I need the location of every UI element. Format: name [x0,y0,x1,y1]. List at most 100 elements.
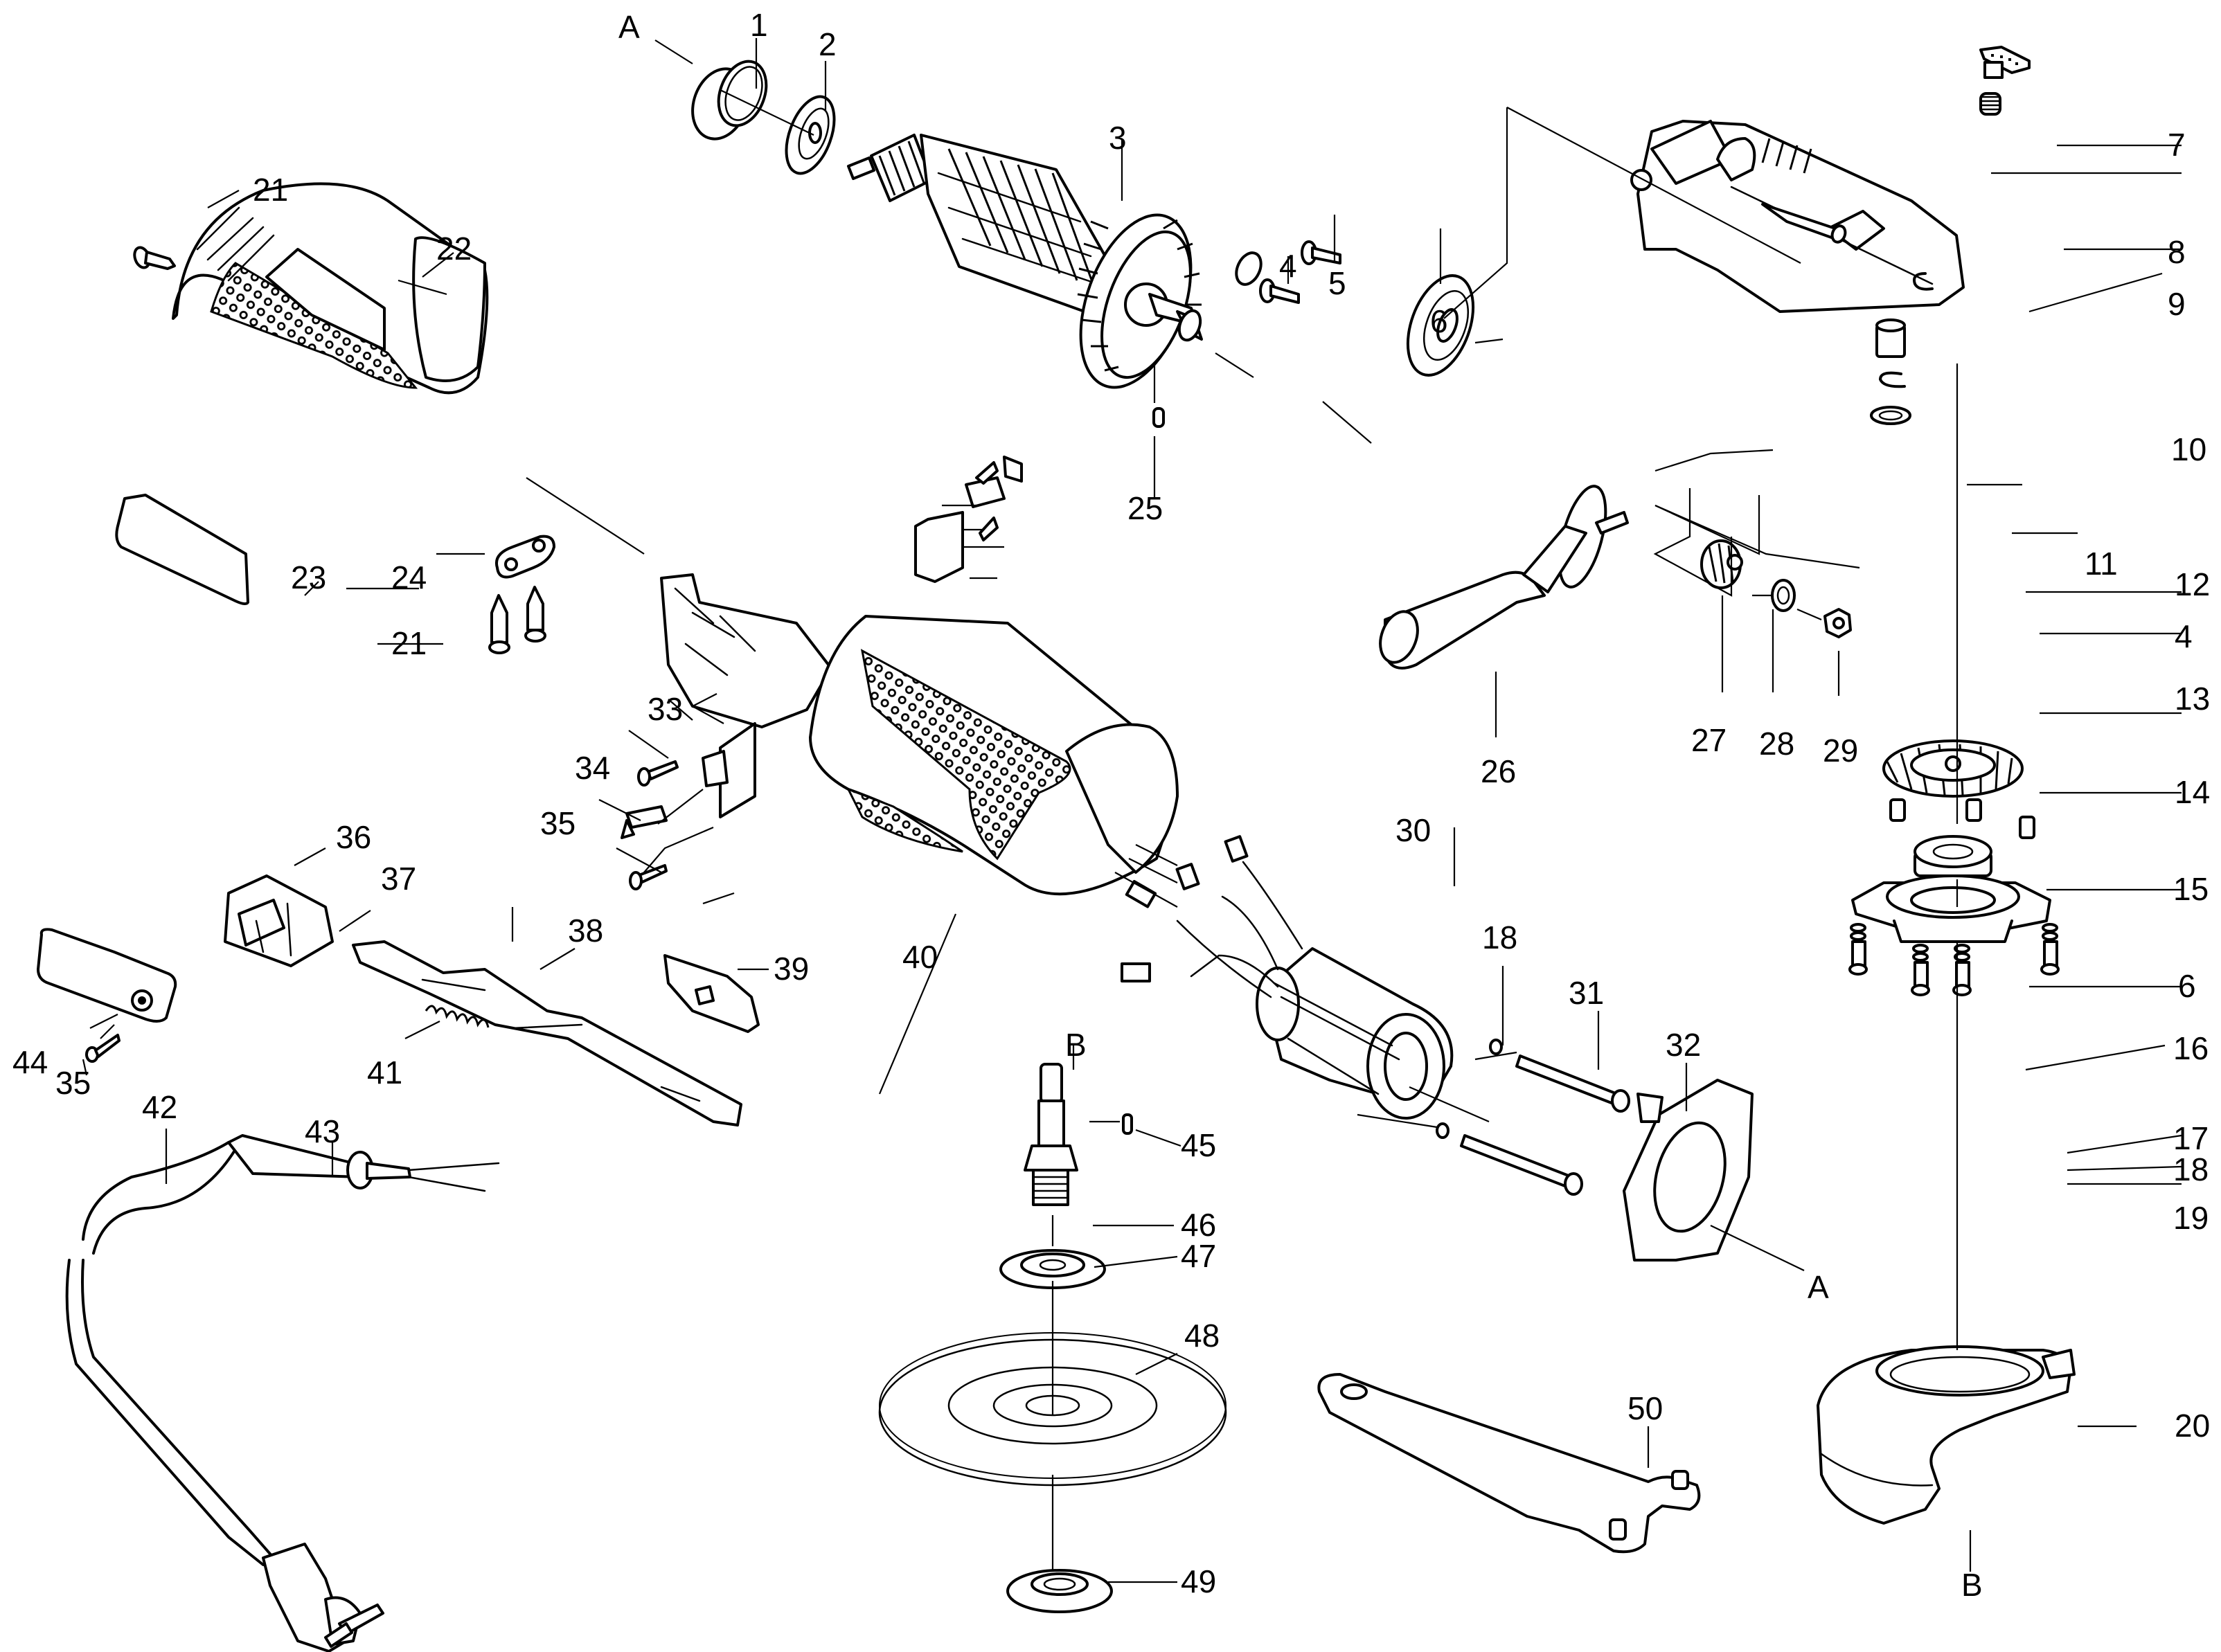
callout-41: 41 [367,1054,402,1090]
callout-25: 25 [1127,490,1163,526]
callout-7: 7 [2168,127,2186,163]
part-12-sleeve [1875,318,1906,358]
callout-A-top: A [618,9,640,45]
part-5-screws [1259,240,1341,304]
callout-16: 16 [2173,1030,2209,1066]
callout-39: 39 [774,951,809,987]
callout-2: 2 [819,26,837,62]
part-10-self-tapping-screw [1761,203,1847,244]
callout-32: 32 [1666,1027,1701,1063]
callout-43: 43 [305,1113,340,1149]
callout-4-lower: 4 [2175,618,2193,654]
part-35-screw-left [85,1034,121,1063]
part-22-rear-cover [172,182,489,395]
callout-labels: A 1 2 3 4 5 6 7 8 9 10 11 12 4 13 14 15 … [12,7,2210,1603]
part-26-side-handle [1379,485,1629,670]
callout-17: 17 [2173,1120,2209,1156]
callout-21-top: 21 [253,172,288,208]
part-4-circlip [1235,251,1263,286]
callout-A-bottom: A [1808,1269,1829,1305]
callout-11: 11 [2085,546,2118,582]
callout-46: 46 [1181,1207,1216,1243]
callout-10: 10 [2171,431,2206,467]
callout-33: 33 [648,691,683,727]
callout-5: 5 [1328,265,1346,301]
callout-38: 38 [568,913,603,949]
part-8-spring [1979,92,2001,116]
part-11-retaining-ring [1913,272,1934,291]
part-43-cord-sleeve [227,1134,500,1192]
part-46-spindle [1024,1063,1078,1206]
callout-35-mid: 35 [540,805,576,841]
part-31-stator-screws [1436,1039,1630,1196]
callout-30: 30 [1395,812,1431,848]
callout-24: 24 [391,559,427,595]
callout-19: 19 [2173,1200,2209,1236]
part-42-power-cord [65,1141,384,1652]
callout-21-lower: 21 [391,625,427,661]
callout-31: 31 [1569,975,1604,1011]
callout-34: 34 [575,750,610,786]
callout-36: 36 [336,819,371,855]
part-32-fan-baffle [1623,1079,1754,1262]
part-15-bearing-screws [1889,798,2035,839]
callout-45: 45 [1181,1127,1216,1163]
callout-28: 28 [1759,726,1794,762]
callout-27: 27 [1691,722,1727,758]
part-21-screw-top [133,246,176,270]
part-34-carbon-brush [621,805,668,839]
part-29-pinion-nut [1823,608,1852,638]
callout-29: 29 [1823,733,1858,769]
part-13-washer [1870,406,1911,425]
part-24-cord-clamp [495,535,555,579]
part-30-stator [1121,835,1454,1120]
part-41-slider-spring [425,1005,490,1028]
callout-40: 40 [902,939,938,975]
part-7-spindle-lock-button [1979,46,2031,79]
callout-9: 9 [2168,286,2186,322]
callout-49: 49 [1181,1563,1216,1599]
callout-42: 42 [142,1089,177,1125]
callout-37: 37 [381,861,416,897]
part-2-ball-bearing [785,95,836,175]
part-17-18-19-flange-screws [1848,923,2060,996]
part-50-pin-wrench [1317,1373,1701,1554]
callout-22: 22 [436,231,472,267]
callout-35-left: 35 [55,1065,91,1101]
part-16-bearing-flange [1851,874,2051,943]
callout-26: 26 [1481,753,1516,789]
callout-6-upper: 6 [1430,303,1448,339]
part-23-nameplate [115,494,249,606]
part-6-ball-bearing-lower [1914,835,1992,877]
part-38-switch-slider [352,940,742,1126]
part-45-spindle-key [1122,1113,1133,1135]
callout-4: 4 [1279,248,1297,284]
callout-18-left: 18 [1482,919,1517,955]
callout-18-right: 18 [2173,1151,2209,1187]
callout-B-guard: B [1961,1567,1983,1603]
callout-50: 50 [1627,1390,1663,1426]
part-25-armature-key [1152,407,1165,428]
callout-20: 20 [2175,1408,2210,1444]
callout-12: 12 [2175,566,2210,602]
callout-47: 47 [1181,1238,1216,1274]
part-21-screws-lower [488,586,546,654]
callout-3: 3 [1109,120,1127,156]
part-20-wheel-guard [1817,1345,2076,1525]
part-49-clamp-nut [1006,1569,1113,1613]
part-40-motor-housing [660,573,1179,896]
callout-13: 13 [2175,681,2210,717]
leader-lines [82,38,2182,1583]
callout-8: 8 [2168,234,2186,270]
part-36-switch [224,874,334,967]
part-1-bearing-sleeve [691,60,768,141]
part-35-brush-screws [629,760,679,890]
callout-6-lower: 6 [2178,968,2196,1004]
part-28-pinion-washer [1771,579,1796,612]
part-6-ball-bearing-upper [1406,274,1475,377]
brush-holder-top-assembly [914,456,1023,583]
part-47-inner-flange [999,1249,1106,1289]
callout-15: 15 [2173,871,2209,907]
part-3-armature [847,134,1203,389]
